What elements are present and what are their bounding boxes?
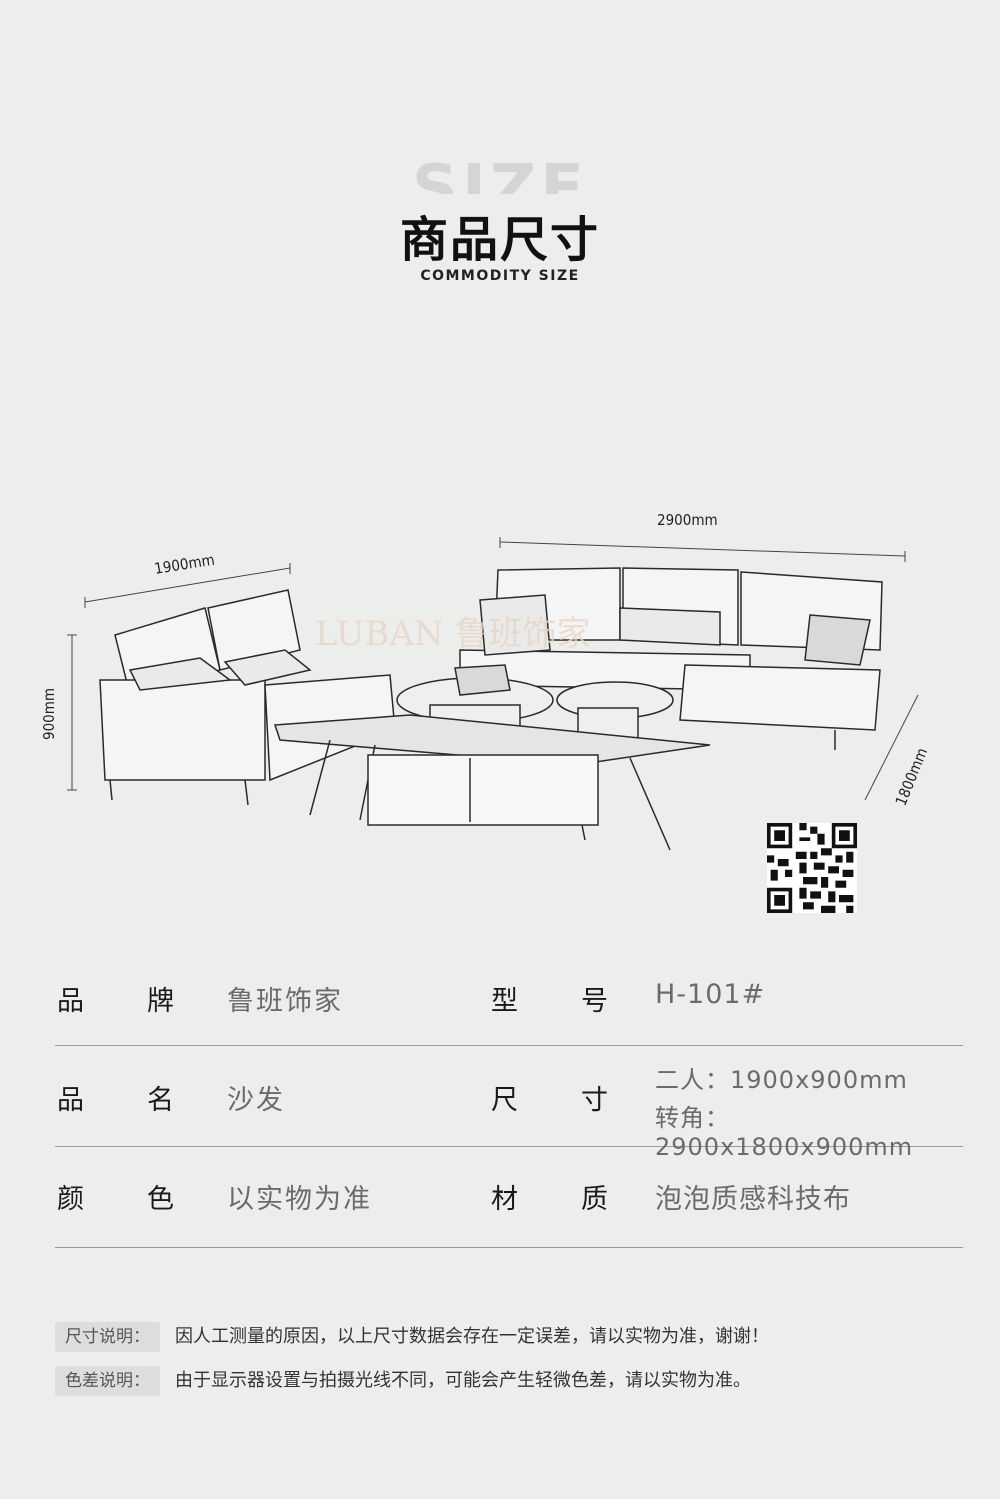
value-model: H-101# xyxy=(655,979,766,1010)
value-material: 泡泡质感科技布 xyxy=(655,1184,851,1215)
note-size-tag: 尺寸说明： xyxy=(55,1322,160,1352)
spec-row-color-material: 颜 色 以实物为准 材 质 泡泡质感科技布 xyxy=(55,1147,963,1248)
dim-corner-width: 2900mm xyxy=(657,511,718,529)
corner-sofa-sketch xyxy=(459,567,883,750)
dim-loveseat-width: 1900mm xyxy=(153,551,216,578)
label-material-2: 质 xyxy=(581,1184,608,1215)
label-model-1: 型 xyxy=(491,986,518,1017)
dim-height: 900mm xyxy=(40,688,58,740)
value-size-loveseat: 二人：1900x900mm xyxy=(655,1066,908,1094)
spec-row-name-size: 品 名 沙发 尺 寸 二人：1900x900mm 转角：2900x1800x90… xyxy=(55,1046,963,1161)
coffee-table-sketch xyxy=(273,714,711,851)
page-subtitle: COMMODITY SIZE xyxy=(420,268,580,284)
label-color-1: 颜 xyxy=(57,1184,84,1215)
value-brand: 鲁班饰家 xyxy=(227,986,343,1017)
label-model-2: 号 xyxy=(581,986,608,1017)
value-size-corner: 转角：2900x1800x900mm xyxy=(655,1104,914,1161)
label-color-2: 色 xyxy=(147,1184,174,1215)
qr-code[interactable] xyxy=(767,823,857,913)
loveseat-sketch xyxy=(99,589,396,806)
label-size-1: 尺 xyxy=(491,1085,518,1116)
spec-table: 品 牌 鲁班饰家 型 号 H-101# 品 名 沙发 尺 寸 二人：1900x9… xyxy=(55,945,963,1248)
label-size-2: 寸 xyxy=(581,1085,608,1116)
note-color: 色差说明： 由于显示器设置与拍摄光线不同，可能会产生轻微色差，请以实物为准。 xyxy=(55,1366,963,1410)
label-brand-1: 品 xyxy=(57,986,84,1017)
note-color-text: 由于显示器设置与拍摄光线不同，可能会产生轻微色差，请以实物为准。 xyxy=(175,1370,751,1391)
page-title: 商品尺寸 xyxy=(399,212,600,268)
ghost-size-text: SIZE xyxy=(411,152,589,194)
value-color: 以实物为准 xyxy=(227,1184,372,1215)
spec-row-brand: 品 牌 鲁班饰家 型 号 H-101# xyxy=(55,945,963,1046)
sofa-dimension-illustration: 1900mm 2900mm 900mm 1800mm xyxy=(40,511,931,851)
value-name: 沙发 xyxy=(227,1085,285,1116)
label-material-1: 材 xyxy=(491,1184,518,1215)
label-name-1: 品 xyxy=(57,1085,84,1116)
note-size-text: 因人工测量的原因，以上尺寸数据会存在一定误差，请以实物为准，谢谢！ xyxy=(175,1326,769,1347)
note-size: 尺寸说明： 因人工测量的原因，以上尺寸数据会存在一定误差，请以实物为准，谢谢！ xyxy=(55,1322,963,1366)
label-brand-2: 牌 xyxy=(147,986,174,1017)
label-name-2: 名 xyxy=(147,1085,174,1116)
brand-watermark: LUBAN 鲁班饰家 xyxy=(315,614,590,654)
note-color-tag: 色差说明： xyxy=(55,1366,160,1396)
dim-depth: 1800mm xyxy=(892,745,931,808)
notes-section: 尺寸说明： 因人工测量的原因，以上尺寸数据会存在一定误差，请以实物为准，谢谢！ … xyxy=(55,1322,963,1410)
